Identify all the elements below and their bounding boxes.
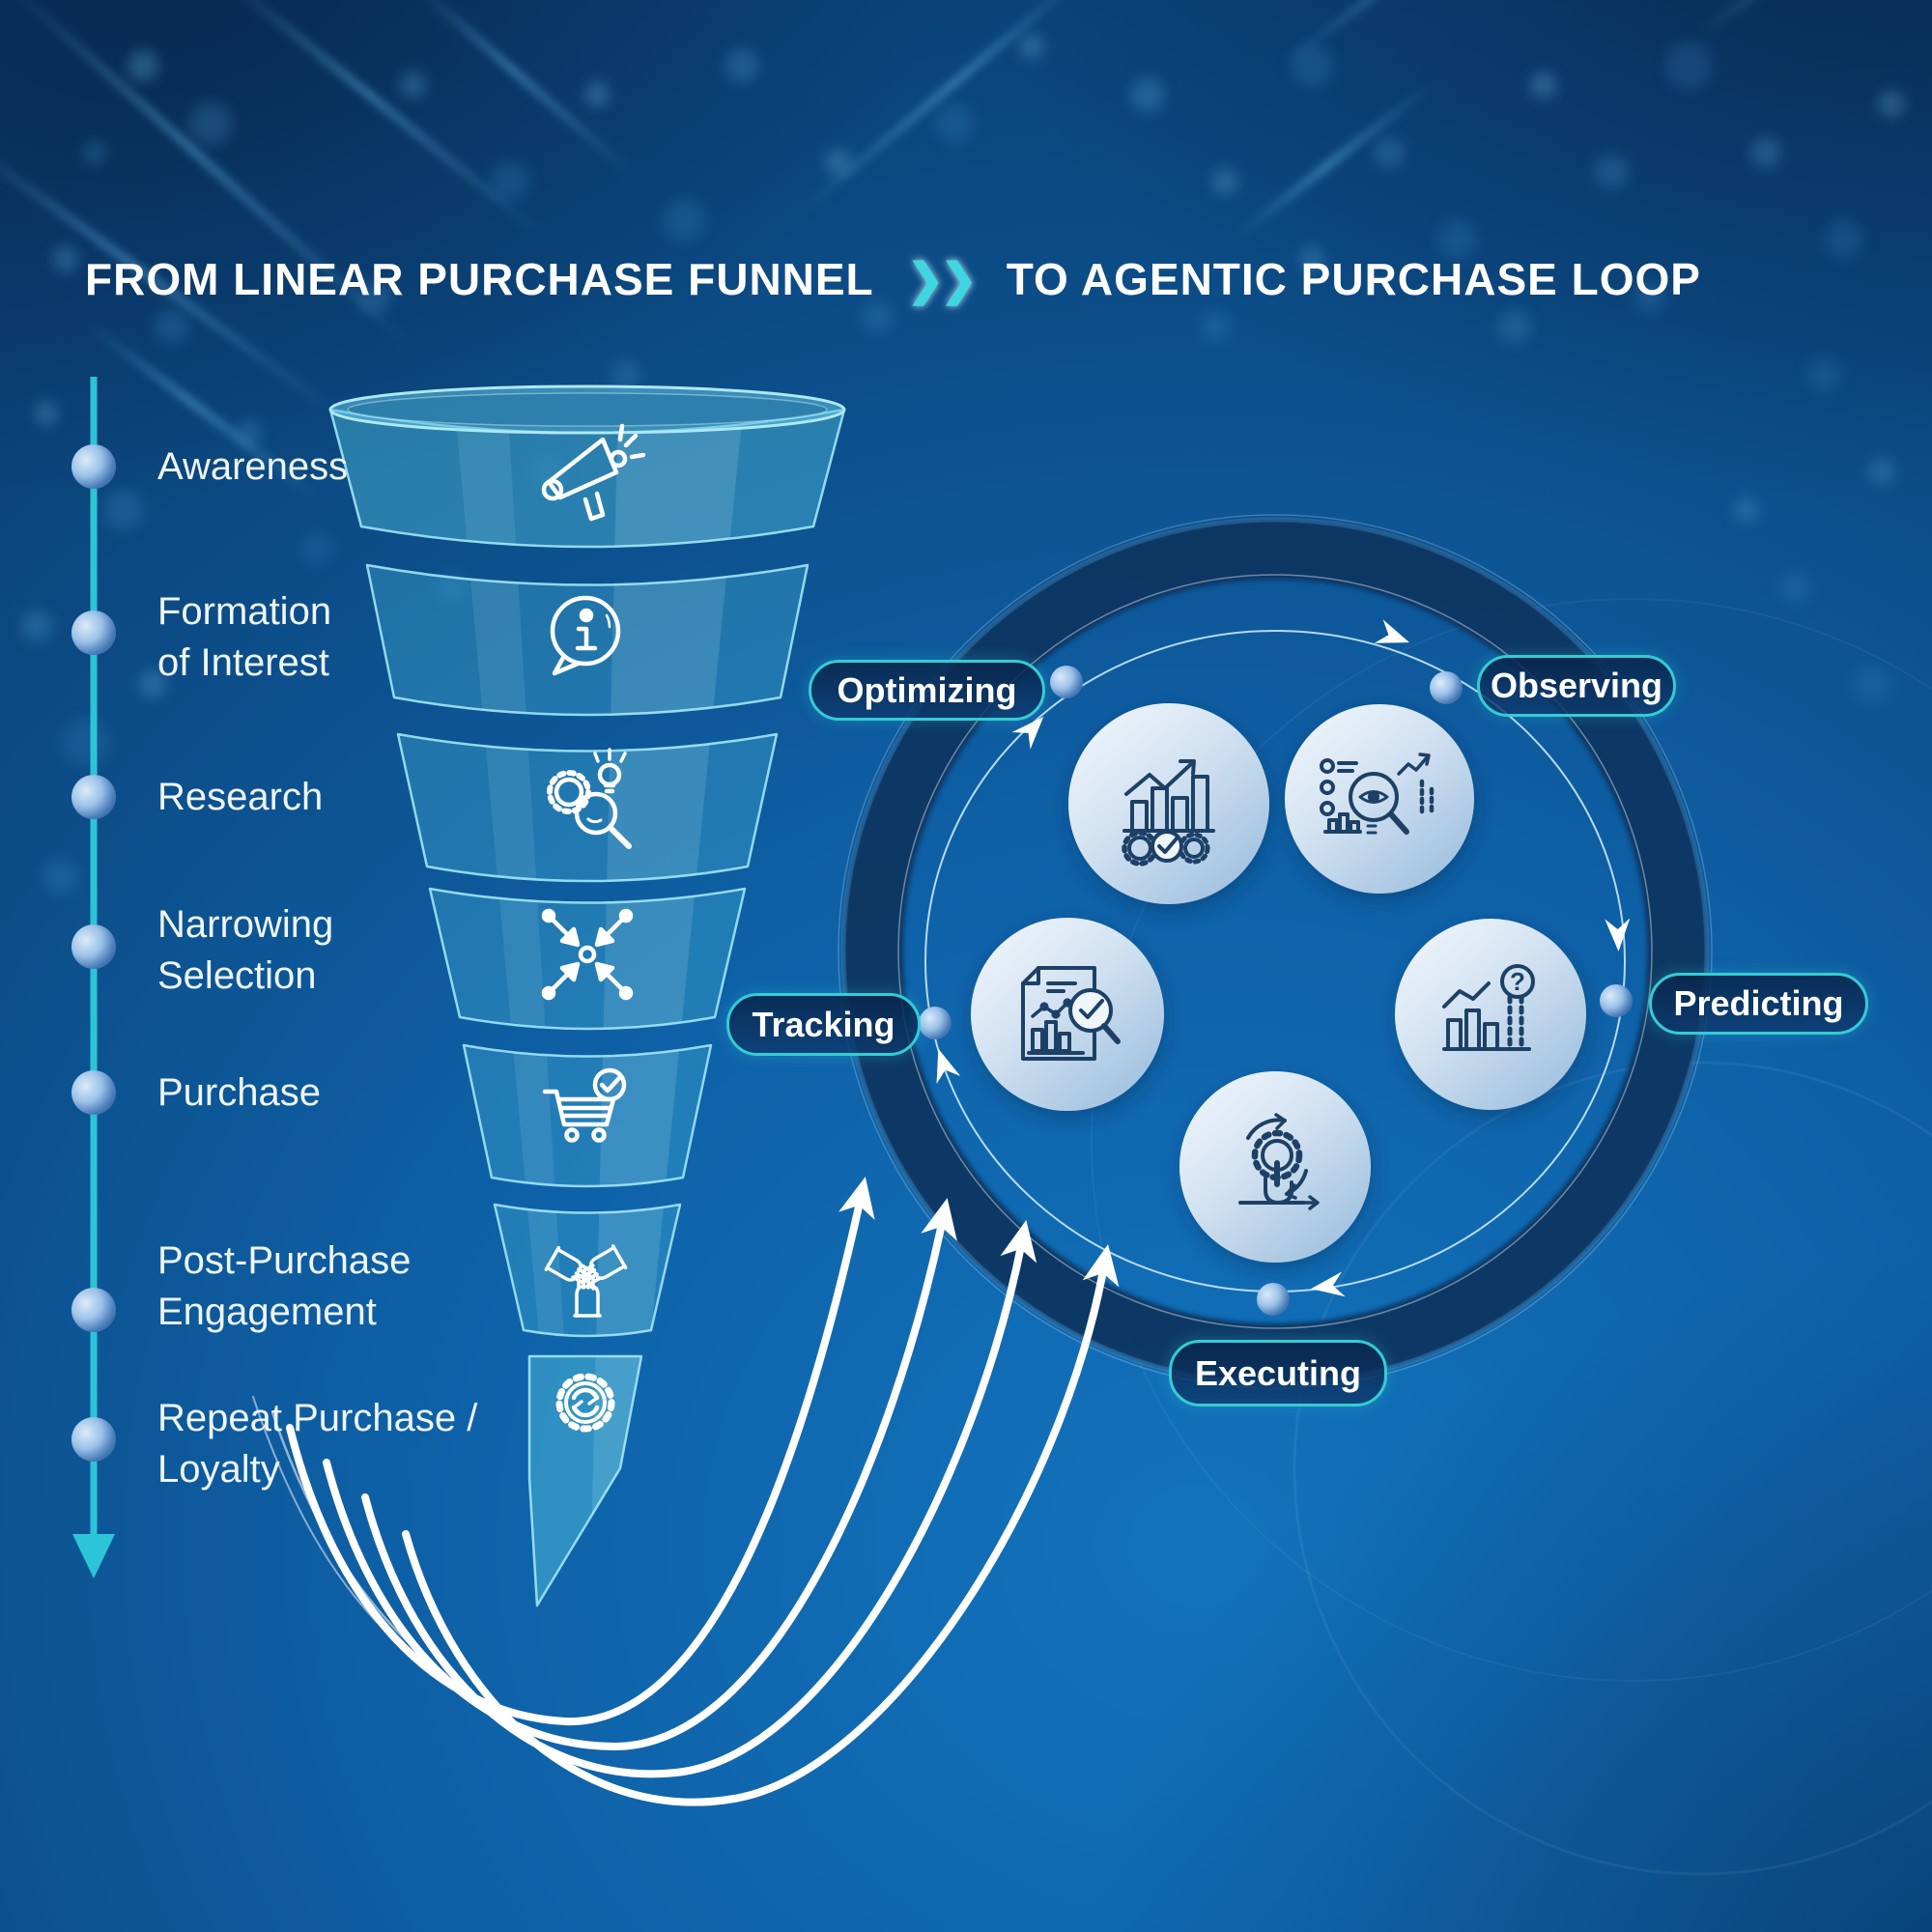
flow-arrow-icon	[1011, 717, 1044, 750]
funnel-tip	[527, 1354, 643, 1607]
loop-label-optimizing: Optimizing	[809, 660, 1045, 721]
funnel-segment	[428, 887, 747, 1031]
loyalty-cycle-gear-icon	[555, 1373, 615, 1433]
funnel-timeline	[71, 377, 116, 1578]
chart-gears-check-icon	[1122, 759, 1215, 867]
funnel-rim-inner	[347, 392, 828, 427]
purchase-funnel	[328, 384, 846, 1607]
swoosh-arrow	[323, 1198, 957, 1751]
svg-text:?: ?	[1510, 967, 1525, 996]
funnel-segment	[396, 732, 779, 883]
converging-arrows-icon	[541, 908, 634, 1001]
timeline-arrow-icon	[72, 1534, 115, 1578]
observing-disc	[1285, 704, 1474, 894]
hands-together-icon	[544, 1244, 628, 1318]
optimizing-node	[1050, 666, 1083, 698]
title-right: TO AGENTIC PURCHASE LOOP	[1006, 254, 1701, 304]
forecast-chart-question-icon: ?	[1442, 964, 1535, 1052]
loop-label-tracking: Tracking	[726, 993, 921, 1056]
swoosh-arrow	[361, 1220, 1037, 1778]
funnel-stage-label-narrowing-selection: Narrowing Selection	[157, 903, 334, 997]
gear-magnifier-bulb-icon	[547, 748, 632, 849]
loop-label-predicting: Predicting	[1649, 973, 1868, 1035]
funnel-sheen	[454, 410, 565, 1356]
timeline-dot	[71, 924, 116, 969]
hand-gear-cycle-icon	[1238, 1113, 1320, 1210]
tracking-disc	[971, 918, 1164, 1111]
swoosh-arrow	[402, 1243, 1120, 1806]
report-magnifier-check-icon	[1021, 966, 1121, 1061]
funnel-stage-label-formation-of-interest: Formation of Interest	[157, 590, 332, 684]
tracking-node	[919, 1007, 952, 1039]
loop-label-executing: Executing	[1169, 1340, 1387, 1406]
predicting-disc	[1395, 919, 1586, 1110]
funnel-stage-label-purchase: Purchase	[157, 1071, 321, 1114]
flow-arrow-icon	[1605, 918, 1631, 952]
title-left: FROM LINEAR PURCHASE FUNNEL	[85, 254, 874, 304]
loop-nodes	[919, 666, 1633, 1316]
swoosh-arrow	[286, 1177, 875, 1726]
executing-node	[1257, 1283, 1290, 1316]
funnel-stage-label-repeat-purchase-loyalty: Repeat Purchase / Loyalty	[157, 1397, 478, 1491]
timeline-dot	[71, 775, 116, 819]
funnel-rim	[328, 384, 846, 435]
funnel-stage-label-awareness: Awareness	[157, 445, 349, 488]
loop-label-observing: Observing	[1477, 655, 1676, 717]
funnel-sheen	[591, 410, 744, 1546]
funnel-stage-label-research: Research	[157, 776, 324, 818]
double-chevron-icon: ❯❯	[906, 254, 978, 304]
timeline-dot	[71, 1288, 116, 1332]
background-circle	[1091, 598, 1932, 1682]
loop-middle-circle	[897, 574, 1653, 1329]
timeline-dot	[71, 444, 116, 489]
agentic-loop: ?	[838, 514, 1713, 1389]
timeline-dot	[71, 1070, 116, 1115]
observing-node	[1430, 671, 1463, 704]
predicting-node	[1600, 984, 1633, 1017]
eye-magnifier-checklist-icon	[1320, 753, 1435, 835]
flow-arrow-icon	[1374, 619, 1410, 643]
timeline-dot	[71, 611, 116, 655]
growth-swoosh-arrows	[252, 1177, 1120, 1806]
page-title: FROM LINEAR PURCHASE FUNNEL ❯❯ TO AGENTI…	[85, 253, 1701, 305]
timeline-dot	[71, 1417, 116, 1462]
background-circle	[1293, 1061, 1932, 1876]
funnel-stage-label-post-purchase-engagement: Post-Purchase Engagement	[157, 1239, 412, 1333]
cart-check-icon	[542, 1067, 627, 1143]
info-bubble-icon	[550, 595, 621, 676]
flow-arrow-icon	[936, 1048, 961, 1085]
flow-arrow-icon	[1311, 1271, 1346, 1297]
megaphone-icon	[541, 423, 646, 522]
loop-flow-arrows	[936, 619, 1631, 1297]
